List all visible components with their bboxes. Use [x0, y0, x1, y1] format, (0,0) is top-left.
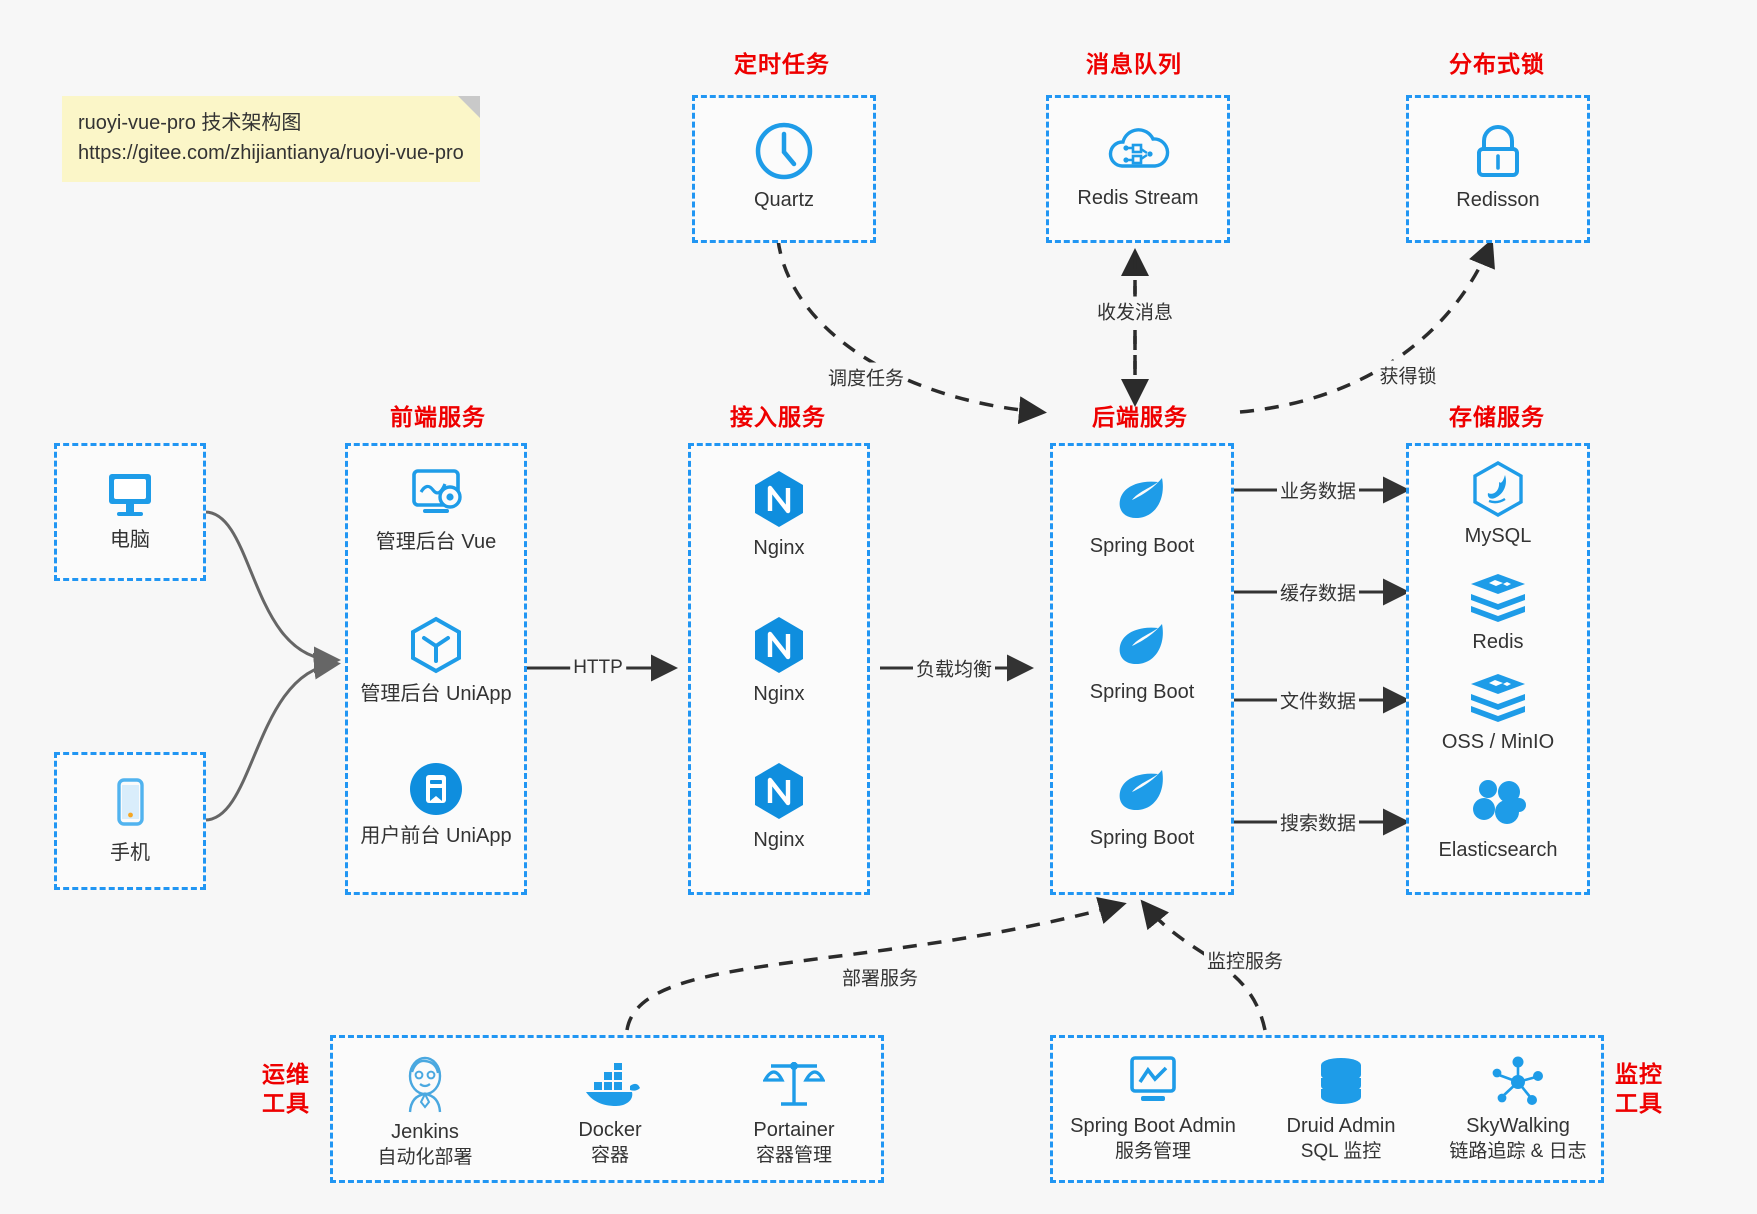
lock-icon [1409, 120, 1587, 182]
group-backend[interactable]: Spring Boot Spring Boot Spring Boot [1050, 443, 1234, 895]
edge-label-cache-data: 缓存数据 [1276, 577, 1360, 607]
edge-label-http: HTTP [570, 656, 626, 680]
edge-label-schedule: 调度任务 [824, 362, 908, 392]
group-frontend[interactable]: 管理后台 Vue 管理后台 UniApp 用户前台 UniApp [345, 443, 527, 895]
diagram-note: ruoyi-vue-pro 技术架构图 https://gitee.com/zh… [62, 96, 480, 182]
group-title-devops: 运维 工具 [262, 1060, 310, 1118]
cloud-stream-icon [1049, 122, 1227, 180]
skywalking-nodes-icon [1429, 1056, 1607, 1108]
spring-leaf-icon [1053, 760, 1231, 820]
mobile-icon [57, 777, 203, 835]
nginx-icon [691, 468, 867, 530]
group-devops[interactable]: Jenkins 自动化部署 Docker 容器 Portainer 容器管理 [330, 1035, 884, 1183]
group-monitoring[interactable]: Spring Boot Admin 服务管理 Druid Admin SQL 监… [1050, 1035, 1604, 1183]
item-desc: 服务管理 [1114, 1140, 1191, 1162]
item-label: Redis [1472, 631, 1524, 653]
client-desktop[interactable]: 电脑 [54, 443, 206, 581]
item-label: Nginx [753, 683, 805, 705]
item-label: 电脑 [110, 529, 150, 551]
item-label: OSS / MinIO [1441, 731, 1555, 753]
item-name: Jenkins [391, 1121, 459, 1143]
group-title-distributed-lock: 分布式锁 [1449, 51, 1545, 77]
group-title-scheduled-task: 定时任务 [734, 51, 830, 77]
dashboard-icon [348, 466, 524, 524]
monitor-chart-icon [1053, 1054, 1253, 1108]
desktop-icon [57, 468, 203, 522]
edge-label-lock: 获得锁 [1376, 360, 1440, 390]
item-name: Spring Boot Admin [1070, 1115, 1236, 1137]
group-distributed-lock[interactable]: Redisson [1406, 95, 1590, 243]
nginx-icon [691, 614, 867, 676]
monitoring-title-line-2: 工具 [1615, 1089, 1663, 1116]
item-name: SkyWalking [1466, 1115, 1570, 1137]
edge-label-monitor: 监控服务 [1203, 945, 1287, 975]
group-title-message-queue: 消息队列 [1086, 51, 1182, 77]
item-name: Portainer [753, 1119, 835, 1141]
item-label: Spring Boot [1089, 827, 1195, 849]
elasticsearch-icon [1409, 776, 1587, 832]
item-label: Redis Stream [1077, 187, 1199, 209]
app-circle-icon [348, 760, 524, 818]
redis-stack-icon [1409, 670, 1587, 724]
item-label: Spring Boot [1089, 535, 1195, 557]
spring-leaf-icon [1053, 614, 1231, 674]
group-title-storage: 存储服务 [1449, 404, 1545, 430]
edge-label-load-balance: 负载均衡 [912, 653, 996, 683]
mysql-dolphin-icon [1409, 460, 1587, 518]
clock-icon [695, 120, 873, 182]
monitoring-title-line-1: 监控 [1615, 1061, 1663, 1087]
item-label: Nginx [753, 829, 805, 851]
item-desc: SQL 监控 [1300, 1140, 1382, 1162]
item-desc: 容器 [590, 1144, 629, 1166]
note-line-2: https://gitee.com/zhijiantianya/ruoyi-vu… [78, 142, 464, 164]
scales-icon [702, 1054, 886, 1112]
item-label: Elasticsearch [1438, 839, 1558, 861]
client-mobile[interactable]: 手机 [54, 752, 206, 890]
note-line-1: ruoyi-vue-pro 技术架构图 [78, 112, 302, 134]
redis-stack-icon [1409, 570, 1587, 624]
group-message-queue[interactable]: Redis Stream [1046, 95, 1230, 243]
item-desc: 自动化部署 [377, 1146, 473, 1168]
item-desc: 链路追踪 & 日志 [1449, 1140, 1587, 1162]
item-name: Druid Admin [1286, 1115, 1396, 1137]
item-label: Redisson [1456, 189, 1540, 211]
item-label: Nginx [753, 537, 805, 559]
item-label: 用户前台 UniApp [360, 825, 512, 847]
edge-label-business-data: 业务数据 [1276, 475, 1360, 505]
cube-icon [348, 614, 524, 676]
item-desc: 容器管理 [755, 1144, 832, 1166]
group-title-gateway: 接入服务 [730, 404, 826, 430]
item-label: 手机 [110, 842, 150, 864]
edge-label-file-data: 文件数据 [1276, 685, 1360, 715]
spring-leaf-icon [1053, 468, 1231, 528]
devops-title-line-1: 运维 [262, 1061, 310, 1087]
database-icon [1253, 1056, 1429, 1108]
item-label: Spring Boot [1089, 681, 1195, 703]
group-scheduled-task[interactable]: Quartz [692, 95, 876, 243]
nginx-icon [691, 760, 867, 822]
group-title-backend: 后端服务 [1092, 404, 1188, 430]
edge-label-deploy: 部署服务 [838, 962, 922, 992]
item-label: MySQL [1464, 525, 1532, 547]
group-title-frontend: 前端服务 [390, 404, 486, 430]
docker-whale-icon [518, 1062, 702, 1112]
group-gateway[interactable]: Nginx Nginx Nginx [688, 443, 870, 895]
item-label: 管理后台 Vue [375, 531, 497, 553]
jenkins-butler-icon [333, 1054, 517, 1114]
group-title-monitoring: 监控 工具 [1615, 1060, 1663, 1118]
edge-label-search-data: 搜索数据 [1276, 807, 1360, 837]
item-name: Docker [578, 1119, 642, 1141]
item-label: Quartz [753, 189, 815, 211]
group-storage[interactable]: MySQL Redis OSS / MinIO Elasticsearch [1406, 443, 1590, 895]
item-label: 管理后台 UniApp [360, 683, 512, 705]
devops-title-line-2: 工具 [262, 1089, 310, 1116]
note-fold-corner [457, 96, 480, 118]
edge-label-mq: 收发消息 [1093, 296, 1177, 326]
